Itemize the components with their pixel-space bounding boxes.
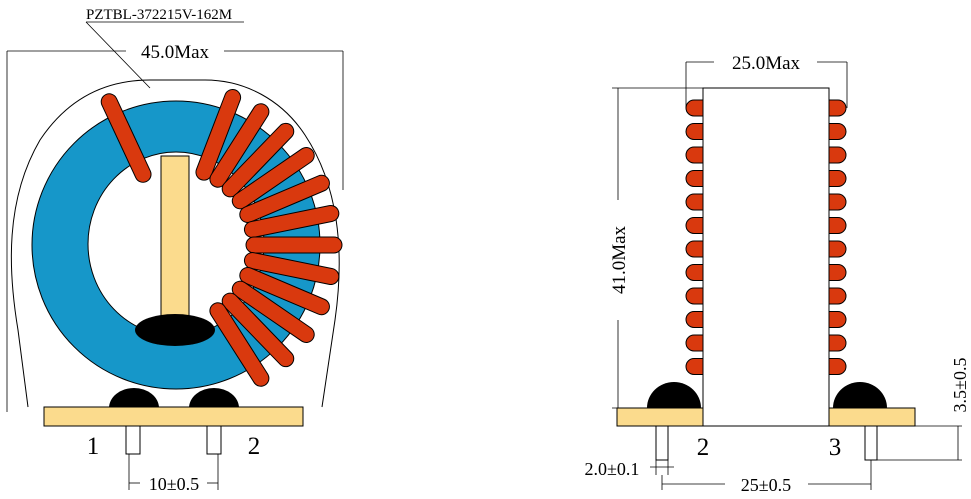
winding-turn [210,104,269,187]
side-width-dimension: 25.0Max [685,53,848,108]
side-pin-3 [864,425,878,461]
winding-turn [244,253,339,285]
winding-turn [101,94,151,182]
side-winding-tip [828,311,847,328]
side-height-label: 41.0Max [609,225,630,294]
side-winding-tip [685,146,704,164]
side-winding-tip [828,264,847,281]
side-winding-tip [685,217,704,234]
winding-turn [210,303,269,386]
side-left-blob [647,382,701,408]
front-pin-1 [125,425,141,455]
side-base-left [616,407,704,427]
winding-turn [240,267,329,315]
part-number-callout: PZTBL-372215V-162M [85,7,244,89]
side-winding-tip [828,193,847,211]
front-pin-label-2: 2 [248,433,261,460]
winding-turn [244,205,339,237]
side-core-body [702,87,830,427]
front-width-dimension: 45.0Max [6,42,344,412]
winding-turn [232,148,314,209]
part-number-leader [85,21,151,89]
side-winding-tip [828,170,847,187]
side-winding-tip [685,334,704,352]
side-winding-tip [685,99,704,117]
front-pitch-label: 10±0.5 [149,474,199,494]
winding-turn [222,123,294,197]
side-pin-label-2: 2 [697,434,710,461]
side-winding-tip [828,358,847,375]
side-height-dimension: 41.0Max [609,87,703,409]
side-pin-2 [655,425,669,461]
side-pin-dia-dimension: 2.0±0.1 [585,459,674,479]
winding-turn [196,89,241,180]
front-pin-2 [206,425,222,455]
winding-turn [240,175,329,223]
part-number-label: PZTBL-372215V-162M [86,7,232,23]
side-winding-tip [685,358,704,375]
side-winding-tip [685,240,704,258]
side-windings [685,99,847,375]
right-lead-blob [189,388,239,408]
side-winding-tip [828,240,847,258]
side-pin-dia-label: 2.0±0.1 [585,459,640,479]
side-winding-tip [685,170,704,187]
winding-turn [222,293,294,367]
front-pitch-dimension: 10±0.5 [128,454,219,494]
center-support-strip [160,155,190,317]
front-base [43,406,304,427]
side-winding-tip [828,123,847,140]
side-winding-tip [685,193,704,211]
front-pin-label-1: 1 [87,433,100,460]
side-winding-tip [828,146,847,164]
side-winding-tip [685,311,704,328]
front-windings [100,88,343,387]
front-view: PZTBL-372215V-162M 45.0Max 1 [6,7,344,494]
side-winding-tip [685,264,704,281]
side-view: 25.0Max 41.0Max 2 3 3.5±0.5 [585,53,970,495]
center-blob [135,314,215,346]
side-winding-tip [828,99,847,117]
side-pitch-dimension: 25±0.5 [661,460,872,495]
side-pitch-label: 25±0.5 [741,475,791,495]
front-width-label: 45.0Max [141,42,210,63]
side-width-label: 25.0Max [732,53,801,74]
side-winding-tip [828,287,847,305]
side-winding-tip [828,334,847,352]
side-base-height-dimension: 3.5±0.5 [877,358,970,461]
side-right-blob [833,382,887,408]
front-enclosure-outline [10,79,340,408]
side-winding-tip [685,123,704,140]
winding-turn [232,281,314,342]
side-base-height-label: 3.5±0.5 [950,358,970,413]
left-lead-blob [109,388,159,408]
side-winding-tip [685,287,704,305]
side-pin-label-3: 3 [829,434,842,461]
side-base-right [828,407,916,427]
side-winding-tip [828,217,847,234]
